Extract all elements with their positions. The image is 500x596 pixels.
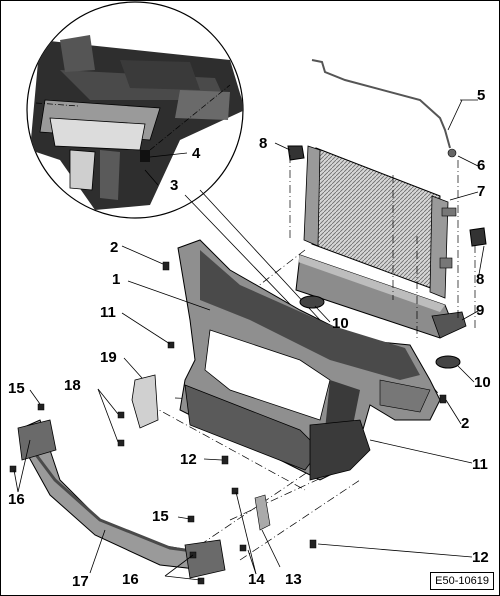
callout-15-left: 15	[8, 380, 25, 397]
callout-16-left: 16	[8, 491, 25, 508]
charge-air-cooler	[295, 254, 467, 339]
callout-11-right: 11	[472, 456, 488, 473]
callout-2-right: 2	[461, 415, 470, 432]
figure-id-label: E50-10619	[430, 572, 494, 590]
callout-8-left: 8	[259, 135, 268, 152]
callout-12-left: 12	[180, 451, 197, 468]
rubber-mount-left	[287, 145, 305, 161]
pad-10-left	[299, 295, 325, 309]
callout-13: 13	[285, 571, 302, 588]
bracket-rod-5	[311, 59, 451, 149]
callout-8-right: 8	[476, 271, 485, 288]
air-deflector-19	[131, 374, 159, 429]
callout-10-left: 10	[332, 315, 349, 332]
callout-4: 4	[192, 145, 201, 162]
callout-12-right: 12	[472, 549, 489, 566]
callout-16-bottom: 16	[122, 571, 139, 588]
callout-18: 18	[64, 377, 81, 394]
detail-magnifier	[26, 1, 244, 219]
callout-10-right: 10	[474, 374, 491, 391]
magnifier-leader-2	[199, 189, 321, 321]
callout-leaders	[13, 99, 485, 581]
pad-10-right	[435, 355, 461, 369]
callout-11-left: 11	[100, 304, 116, 321]
bumper-crossmember	[17, 419, 226, 579]
callout-14: 14	[248, 571, 265, 588]
callout-17: 17	[72, 573, 89, 590]
callout-15-right: 15	[152, 508, 169, 525]
callout-19: 19	[100, 349, 117, 366]
callout-5: 5	[477, 87, 486, 104]
callout-6: 6	[477, 157, 486, 174]
radiator	[303, 145, 457, 299]
callout-9: 9	[476, 302, 485, 319]
callout-1: 1	[112, 271, 121, 288]
clip-6	[447, 148, 457, 158]
callout-7: 7	[477, 183, 486, 200]
callout-3: 3	[170, 177, 179, 194]
rubber-mount-right	[469, 227, 487, 247]
callout-2-top: 2	[110, 239, 119, 256]
air-guide-11	[309, 419, 371, 481]
bracket-13	[254, 494, 271, 531]
